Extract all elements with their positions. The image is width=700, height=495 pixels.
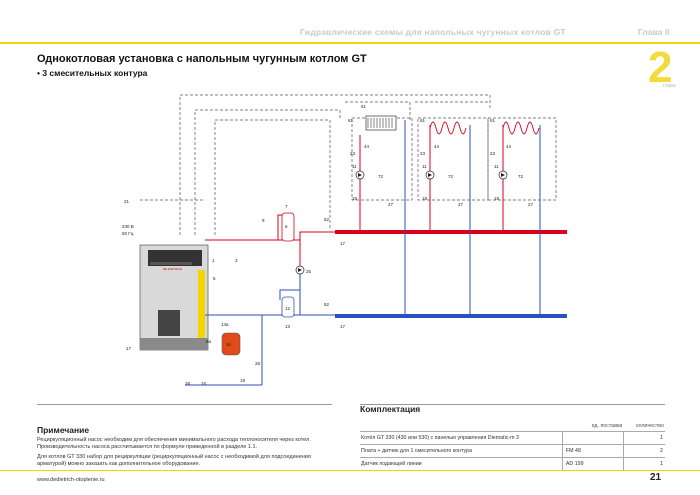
page-title: Однокотловая установка с напольным чугун… (37, 53, 367, 65)
buffer-vessel (281, 296, 295, 318)
svg-text:61: 61 (420, 118, 426, 123)
chapter-number: 2 (648, 43, 673, 92)
note-title: Примечание (37, 425, 90, 435)
svg-text:16: 16 (226, 342, 232, 347)
svg-text:27: 27 (458, 202, 464, 207)
svg-text:9a: 9a (206, 339, 212, 344)
svg-text:1: 1 (212, 258, 215, 263)
chapter-caption: глава (663, 83, 676, 89)
hydraulic-separator (281, 212, 295, 242)
note-rule (37, 404, 332, 405)
svg-text:52: 52 (324, 302, 330, 307)
svg-text:17: 17 (340, 324, 346, 329)
mixing-circuits (355, 115, 541, 316)
note-paragraph: Для котлов GT 330 набор для рециркуляции… (37, 454, 311, 467)
svg-text:11: 11 (494, 164, 499, 169)
svg-text:21: 21 (124, 199, 130, 204)
table-row: Датчик подающей линии AD 199 1 (360, 457, 665, 470)
svg-text:72: 72 (378, 174, 384, 179)
svg-text:44: 44 (364, 144, 370, 149)
svg-text:23: 23 (490, 151, 496, 156)
website-link[interactable]: www.dedietrich-otoplenie.ru (37, 477, 105, 483)
svg-text:5: 5 (213, 276, 216, 281)
svg-text:18: 18 (352, 196, 358, 201)
svg-text:7: 7 (285, 204, 288, 209)
running-title: Гидравлические схемы для напольных чугун… (300, 27, 566, 37)
svg-text:44: 44 (434, 144, 440, 149)
page-number: 21 (650, 472, 662, 483)
svg-text:18: 18 (494, 196, 500, 201)
svg-text:DE DIETRICH: DE DIETRICH (163, 267, 182, 271)
svg-text:50 Гц: 50 Гц (122, 231, 134, 236)
table-row: Котёл GT 330 (430 или 530) с панелью упр… (360, 431, 665, 445)
svg-text:72: 72 (518, 174, 524, 179)
chapter-label: Глава II (638, 27, 670, 37)
svg-text:23: 23 (420, 151, 426, 156)
svg-text:23: 23 (350, 151, 356, 156)
header-rule (0, 42, 700, 44)
svg-text:13: 13 (285, 324, 291, 329)
svg-text:44: 44 (506, 144, 512, 149)
svg-text:11: 11 (352, 164, 357, 169)
svg-text:26: 26 (255, 361, 261, 366)
svg-text:25: 25 (306, 269, 312, 274)
svg-text:28: 28 (185, 381, 191, 386)
svg-text:230 В: 230 В (122, 224, 134, 229)
svg-text:14a: 14a (221, 322, 229, 327)
kit-title: Комплектация (360, 404, 421, 414)
svg-text:17: 17 (126, 346, 132, 351)
column-header: количество (636, 423, 664, 429)
svg-text:17: 17 (340, 241, 346, 246)
footer-rule (0, 470, 700, 471)
svg-text:15: 15 (201, 381, 207, 386)
radiator-icon (365, 115, 397, 131)
svg-text:72: 72 (448, 174, 454, 179)
svg-text:61: 61 (490, 118, 496, 123)
svg-text:18: 18 (422, 196, 428, 201)
column-header: ед. поставки (591, 423, 623, 429)
svg-text:19: 19 (240, 378, 246, 383)
svg-text:27: 27 (388, 202, 394, 207)
table-row: Плата + датчик для 1 смесительного конту… (360, 444, 665, 458)
boiler (139, 244, 209, 351)
svg-text:3: 3 (235, 258, 238, 263)
label-51: 51 (361, 104, 367, 109)
hydraulic-diagram: 51 61 61 61 23 23 23 72 72 72 44 44 44 1… (122, 94, 567, 386)
svg-text:61: 61 (348, 118, 354, 123)
svg-text:12: 12 (285, 306, 291, 311)
kit-rule (360, 404, 665, 405)
svg-text:6: 6 (285, 224, 288, 229)
page-subtitle: • 3 смесительных контура (37, 68, 148, 78)
kit-table: ед. поставки количество Котёл GT 330 (43… (360, 421, 665, 470)
svg-text:9: 9 (262, 218, 265, 223)
svg-text:11: 11 (422, 164, 427, 169)
note-paragraph: Рециркуляционный насос необходим для обе… (37, 437, 311, 450)
expansion-vessel (221, 332, 241, 356)
svg-text:27: 27 (528, 202, 534, 207)
svg-text:52: 52 (324, 217, 330, 222)
